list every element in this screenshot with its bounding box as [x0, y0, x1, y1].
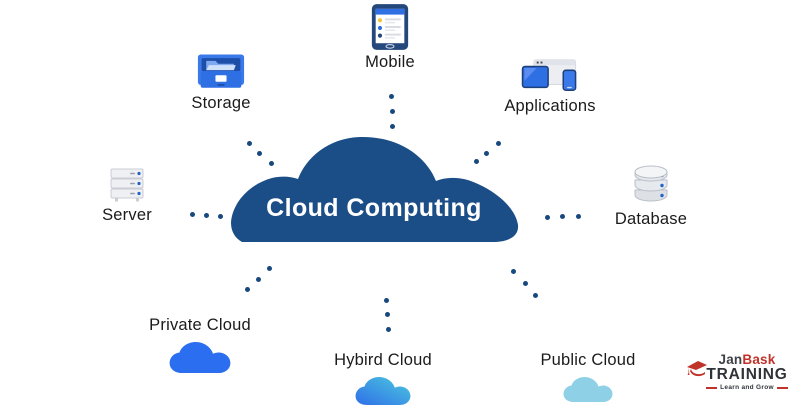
dot	[560, 214, 565, 219]
graduation-cap-icon	[687, 361, 707, 377]
dot	[218, 214, 223, 219]
logo-brand-first: Jan	[718, 352, 743, 367]
dot	[484, 151, 489, 156]
cloud-shape-icon	[231, 136, 519, 242]
dot	[474, 159, 479, 164]
node-mobile-label: Mobile	[365, 53, 415, 71]
center-cloud: Cloud Computing	[228, 134, 520, 246]
node-private-cloud: Private Cloud	[140, 316, 260, 373]
dot	[390, 109, 395, 114]
dot	[190, 212, 195, 217]
node-applications-label: Applications	[504, 97, 596, 115]
logo-text: JanBask TRAINING Learn and Grow	[702, 352, 792, 391]
blue-cloud-icon	[169, 342, 231, 373]
node-storage: Storage	[171, 53, 271, 113]
dot	[247, 141, 252, 146]
dot	[576, 214, 581, 219]
logo-brand: JanBask	[702, 352, 792, 367]
node-private-cloud-label: Private Cloud	[149, 316, 251, 334]
mobile-device-icon	[371, 4, 409, 50]
dot	[389, 94, 394, 99]
dot	[511, 269, 516, 274]
node-hybird-cloud: Hybird Cloud	[323, 351, 443, 405]
node-applications: Applications	[490, 58, 610, 116]
gradient-cloud-icon	[355, 377, 411, 405]
dot	[386, 327, 391, 332]
tagline-dash-left	[706, 386, 718, 389]
center-cloud-label: Cloud Computing	[266, 194, 482, 222]
node-database-label: Database	[614, 210, 688, 228]
dot	[269, 161, 274, 166]
server-rack-icon	[110, 168, 144, 202]
dot	[385, 312, 390, 317]
dot	[257, 151, 262, 156]
dot	[533, 293, 538, 298]
tagline-text: Learn and Grow	[720, 384, 774, 391]
dot	[390, 124, 395, 129]
storage-drawer-icon	[197, 54, 245, 88]
database-cylinder-icon	[634, 165, 668, 202]
node-server: Server	[77, 167, 177, 225]
node-database: Database	[601, 163, 701, 229]
light-blue-cloud-icon	[563, 377, 613, 402]
dot	[384, 298, 389, 303]
dot	[245, 287, 250, 292]
dot	[256, 277, 261, 282]
node-public-cloud-label: Public Cloud	[540, 351, 636, 369]
dot	[523, 281, 528, 286]
janbask-training-logo: JanBask TRAINING Learn and Grow	[686, 352, 792, 406]
tagline-dash-right	[776, 386, 788, 389]
node-mobile: Mobile	[350, 4, 430, 72]
node-storage-label: Storage	[191, 94, 251, 112]
dot	[204, 213, 209, 218]
dot	[496, 141, 501, 146]
logo-brand-second: Bask	[742, 352, 776, 367]
logo-tagline: Learn and Grow	[702, 384, 792, 391]
node-public-cloud: Public Cloud	[528, 351, 648, 402]
dot	[545, 215, 550, 220]
node-hybird-cloud-label: Hybird Cloud	[334, 351, 432, 369]
applications-devices-icon	[521, 59, 577, 91]
dot	[267, 266, 272, 271]
node-server-label: Server	[102, 206, 152, 224]
logo-brand-line2: TRAINING	[706, 366, 788, 383]
